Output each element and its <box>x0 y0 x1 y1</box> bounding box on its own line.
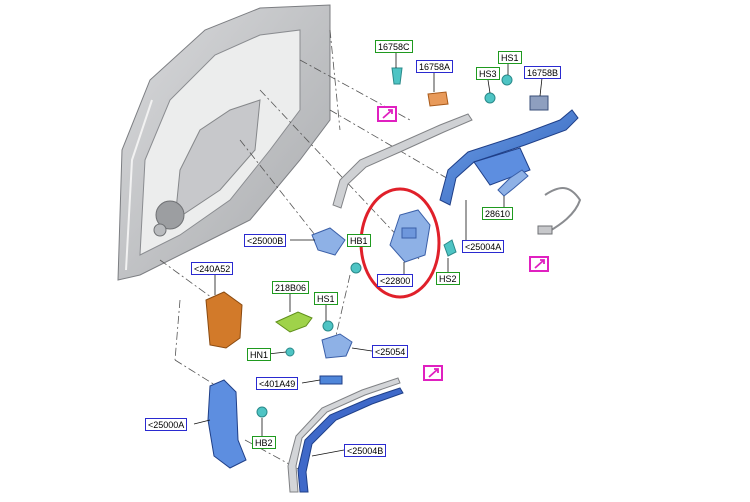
handle-218B06 <box>275 311 313 333</box>
hinge-25000A <box>207 379 247 469</box>
callout-16758C[interactable]: 16758C <box>375 40 413 53</box>
callout-25000A[interactable]: <25000A <box>145 418 188 431</box>
hinge-25000B <box>311 227 346 256</box>
bracket-16758B <box>529 95 549 111</box>
rod-401A49 <box>319 375 343 385</box>
callout-HS1-mid[interactable]: HS1 <box>314 292 338 305</box>
fastener-HS1-mid <box>322 320 334 332</box>
callout-25004A[interactable]: <25004A <box>462 240 505 253</box>
upper-glass-run <box>332 113 473 209</box>
callout-HS3[interactable]: HS3 <box>476 67 500 80</box>
fastener-HN1 <box>285 347 295 357</box>
callout-25000B[interactable]: <25000B <box>244 234 287 247</box>
callout-16758B[interactable]: 16758B <box>524 66 562 79</box>
magnify-icon-upper[interactable] <box>377 106 397 122</box>
callout-25004B[interactable]: <25004B <box>344 444 387 457</box>
magnify-icon-right[interactable] <box>529 256 549 272</box>
fastener-HS1-top <box>501 74 513 86</box>
callout-HB1[interactable]: HB1 <box>347 234 371 247</box>
callout-HS2[interactable]: HS2 <box>436 272 460 285</box>
callout-240A52[interactable]: <240A52 <box>191 262 234 275</box>
callout-25054[interactable]: <25054 <box>372 345 409 358</box>
latch-22800 <box>389 209 431 263</box>
frame-25004B <box>287 377 404 493</box>
callout-401A49[interactable]: <401A49 <box>256 377 299 390</box>
bracket-240A52 <box>205 291 243 349</box>
fastener-HS3 <box>484 92 496 104</box>
callout-16758A[interactable]: 16758A <box>416 60 454 73</box>
callout-218B06[interactable]: 218B06 <box>272 281 310 294</box>
fastener-16758C <box>391 67 403 85</box>
magnify-icon-lower[interactable] <box>423 365 443 381</box>
callout-22800[interactable]: <22800 <box>377 274 414 287</box>
bracket-25054 <box>321 333 353 359</box>
door-shell <box>117 4 331 281</box>
frame-25004A <box>439 109 579 206</box>
callout-HS1-top[interactable]: HS1 <box>498 51 522 64</box>
fastener-HB2 <box>256 406 268 418</box>
fastener-HB1 <box>350 262 362 274</box>
striker-HS2 <box>443 239 457 257</box>
callout-HB2[interactable]: HB2 <box>252 436 276 449</box>
callout-28610[interactable]: 28610 <box>482 207 514 220</box>
callout-HN1[interactable]: HN1 <box>247 348 272 361</box>
clip-16758A <box>427 91 449 107</box>
cable-28610 <box>497 169 582 235</box>
